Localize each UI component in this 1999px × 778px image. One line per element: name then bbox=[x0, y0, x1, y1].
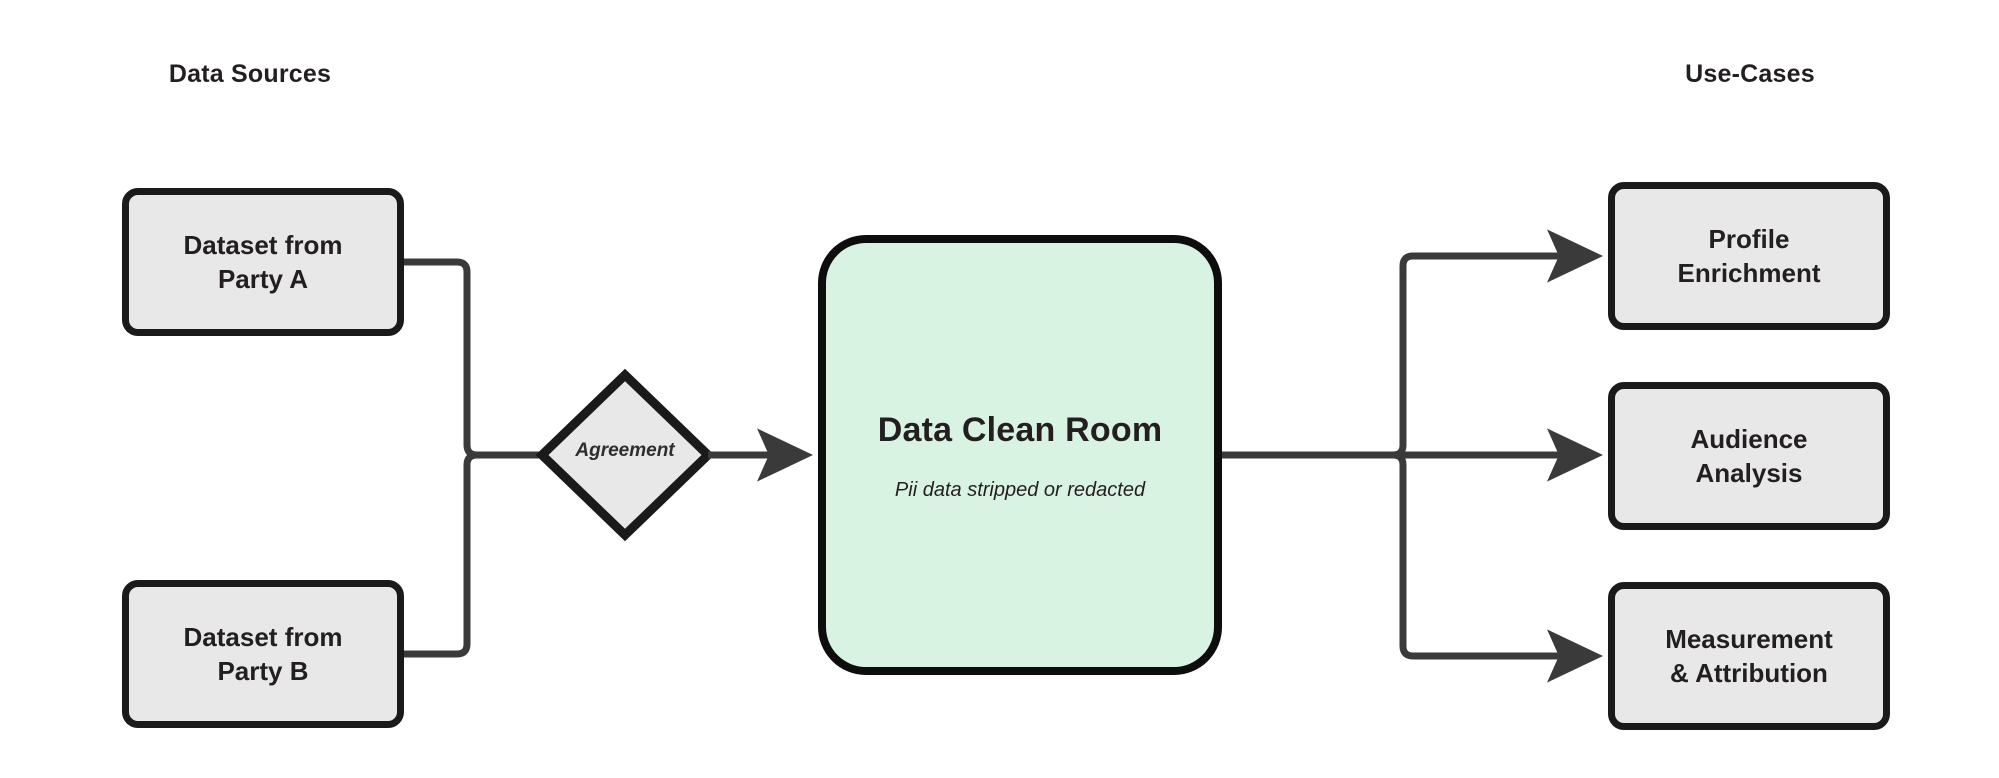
node-dataset-party-a[interactable]: Dataset from Party A bbox=[122, 188, 404, 336]
node-profile-enrichment[interactable]: Profile Enrichment bbox=[1608, 182, 1890, 330]
node-subtitle: Pii data stripped or redacted bbox=[894, 478, 1146, 501]
connector-clean-room-to-measurement-attribution bbox=[1222, 451, 1603, 683]
node-title: Data Clean Room bbox=[877, 411, 1163, 450]
connector-party-a-to-agreement bbox=[404, 258, 542, 459]
connector-party-b-to-agreement bbox=[404, 451, 542, 658]
column-header-data-sources: Data Sources bbox=[168, 60, 332, 88]
connector-clean-room-to-profile-enrichment bbox=[1222, 229, 1603, 459]
node-data-clean-room[interactable]: Data Clean Room Pii data stripped or red… bbox=[818, 235, 1222, 675]
node-measurement-attribution[interactable]: Measurement & Attribution bbox=[1608, 582, 1890, 730]
node-audience-analysis[interactable]: Audience Analysis bbox=[1608, 382, 1890, 530]
node-label: Profile Enrichment bbox=[1677, 223, 1821, 288]
node-dataset-party-b[interactable]: Dataset from Party B bbox=[122, 580, 404, 728]
node-label: Measurement & Attribution bbox=[1665, 623, 1833, 688]
column-header-use-cases: Use-Cases bbox=[1685, 60, 1815, 88]
node-label: Dataset from Party B bbox=[183, 621, 343, 686]
node-label: Dataset from Party A bbox=[183, 229, 343, 294]
node-label: Audience Analysis bbox=[1690, 423, 1808, 488]
node-agreement[interactable] bbox=[535, 368, 715, 542]
